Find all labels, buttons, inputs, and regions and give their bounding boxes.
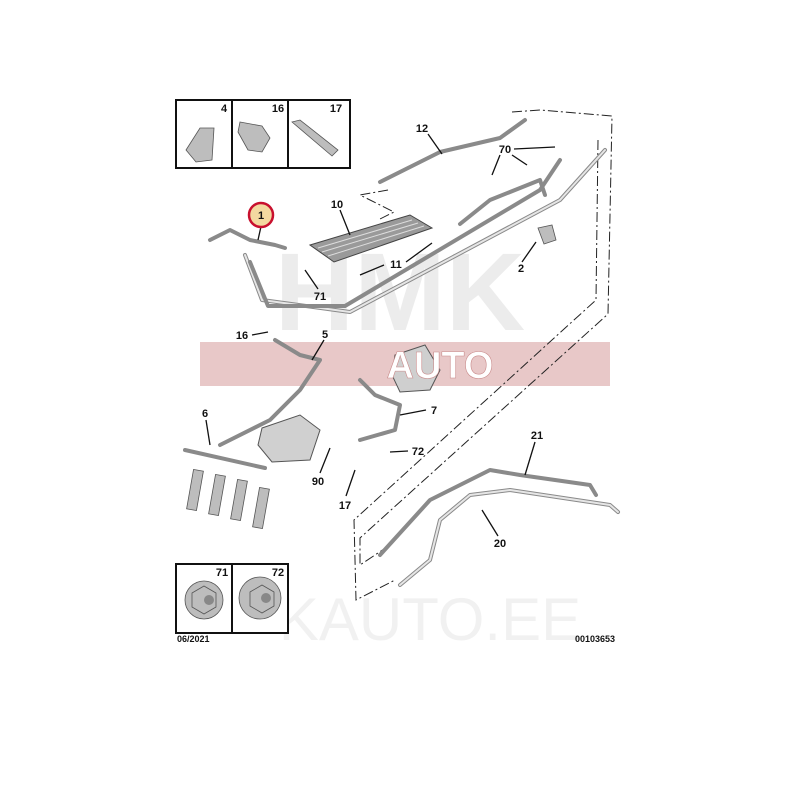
diagram-date: 06/2021 [177,634,210,644]
watermark-site: KAUTO.EE [279,586,581,653]
flange-nut-icon [184,580,224,620]
callout-72[interactable]: 72 [412,446,424,458]
inset-ref-17: 17 [330,103,342,115]
fuel-cooler [308,214,434,263]
callout-17[interactable]: 17 [339,500,351,512]
diagram-code: 00103653 [575,634,615,644]
bracket-2 [537,224,557,245]
watermark: HMK [275,231,526,354]
callout-11[interactable]: 11 [390,259,402,271]
flange-nut-icon [238,576,282,620]
callout-1[interactable]: 1 [258,210,264,222]
fuel-filter [391,344,441,393]
clip-icon [185,127,215,163]
leader-lines [205,133,556,537]
inset-bottom: 71 72 [175,563,289,634]
callout-90[interactable]: 90 [312,476,324,488]
callout-21[interactable]: 21 [531,430,543,442]
inset-ref-71: 71 [216,567,228,579]
callout-71[interactable]: 71 [314,291,326,303]
callout-10[interactable]: 10 [331,199,343,211]
callout-2[interactable]: 2 [518,263,524,275]
highlighted-callout-ring[interactable] [247,201,275,229]
callout-5[interactable]: 5 [322,329,328,341]
callout-6[interactable]: 6 [202,408,208,420]
stud-icon [291,119,339,157]
inset-ref-72: 72 [272,567,284,579]
callout-16[interactable]: 16 [236,330,248,342]
bolt-icon [237,121,271,153]
fuel-rail-injectors [183,448,270,530]
callout-20[interactable]: 20 [494,538,506,550]
callout-12[interactable]: 12 [416,123,428,135]
inset-ref-4: 4 [221,103,228,115]
fuel-pipes [208,118,620,587]
high-pressure-pump [257,414,321,463]
callout-7[interactable]: 7 [431,405,437,417]
callout-70[interactable]: 70 [499,144,511,156]
svg-text:HMK: HMK [275,231,526,354]
inset-top: 4 16 17 [175,99,351,169]
inset-ref-16: 16 [272,103,284,115]
watermark-band-text: AUTO [387,345,494,387]
